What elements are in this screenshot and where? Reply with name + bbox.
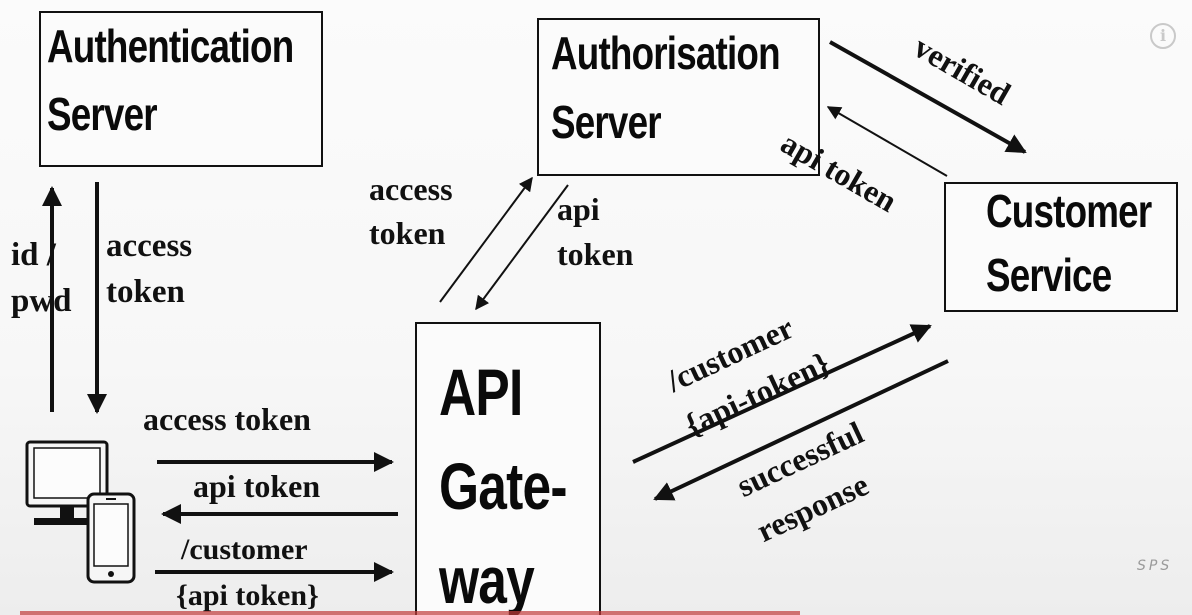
customer-request-label-line1: /customer	[181, 533, 308, 566]
api-gateway-box: API Gate- way	[415, 322, 601, 615]
customer-service-box: Customer Service	[944, 182, 1178, 312]
authorisation-server-box: Authorisation Server	[537, 18, 820, 176]
customer-service-title-line2: Service	[986, 249, 1112, 301]
watermark-logo: SPS	[1137, 558, 1173, 574]
customer-service-title-line1: Customer	[986, 185, 1152, 237]
api-gateway-title-line1: API	[439, 355, 523, 429]
progress-strip	[20, 611, 800, 615]
info-icon[interactable]: i	[1150, 23, 1176, 49]
customer-service-api-token-arrow	[826, 106, 948, 177]
api-token-bottom-label: api token	[193, 468, 321, 504]
api-token-mid-label-line2: token	[557, 236, 634, 272]
authentication-server-box: Authentication Server	[39, 11, 323, 167]
gateway-api-token-arrow	[475, 184, 569, 311]
verified-arrow	[829, 40, 1027, 154]
gateway-access-token-arrow	[439, 176, 533, 303]
authentication-server-title-line1: Authentication	[47, 20, 294, 72]
access-token-mid-label-line2: token	[369, 215, 446, 251]
authorisation-server-title-line1: Authorisation	[551, 27, 781, 79]
desktop-and-phone-icon	[25, 440, 136, 584]
successful-response-arrow	[653, 359, 949, 501]
access-token-bottom-label: access token	[143, 401, 311, 437]
authorisation-server-title-line2: Server	[551, 96, 662, 148]
access-token-mid-label-line1: access	[369, 171, 453, 207]
access-token-left-label-line1: access	[106, 228, 193, 264]
api-gateway-title-line2: Gate-	[439, 449, 567, 523]
api-gateway-title-line3: way	[439, 543, 535, 615]
access-token-left-label-line2: token	[106, 274, 185, 310]
authentication-server-title-line2: Server	[47, 88, 158, 140]
customer-request-label-line2: {api token}	[176, 579, 319, 612]
id-pwd-label-line1: id /	[11, 237, 56, 273]
api-token-mid-label-line1: api	[557, 191, 600, 227]
id-pwd-label-line2: pwd	[11, 283, 72, 319]
gateway-customer-request-arrow	[632, 324, 932, 464]
